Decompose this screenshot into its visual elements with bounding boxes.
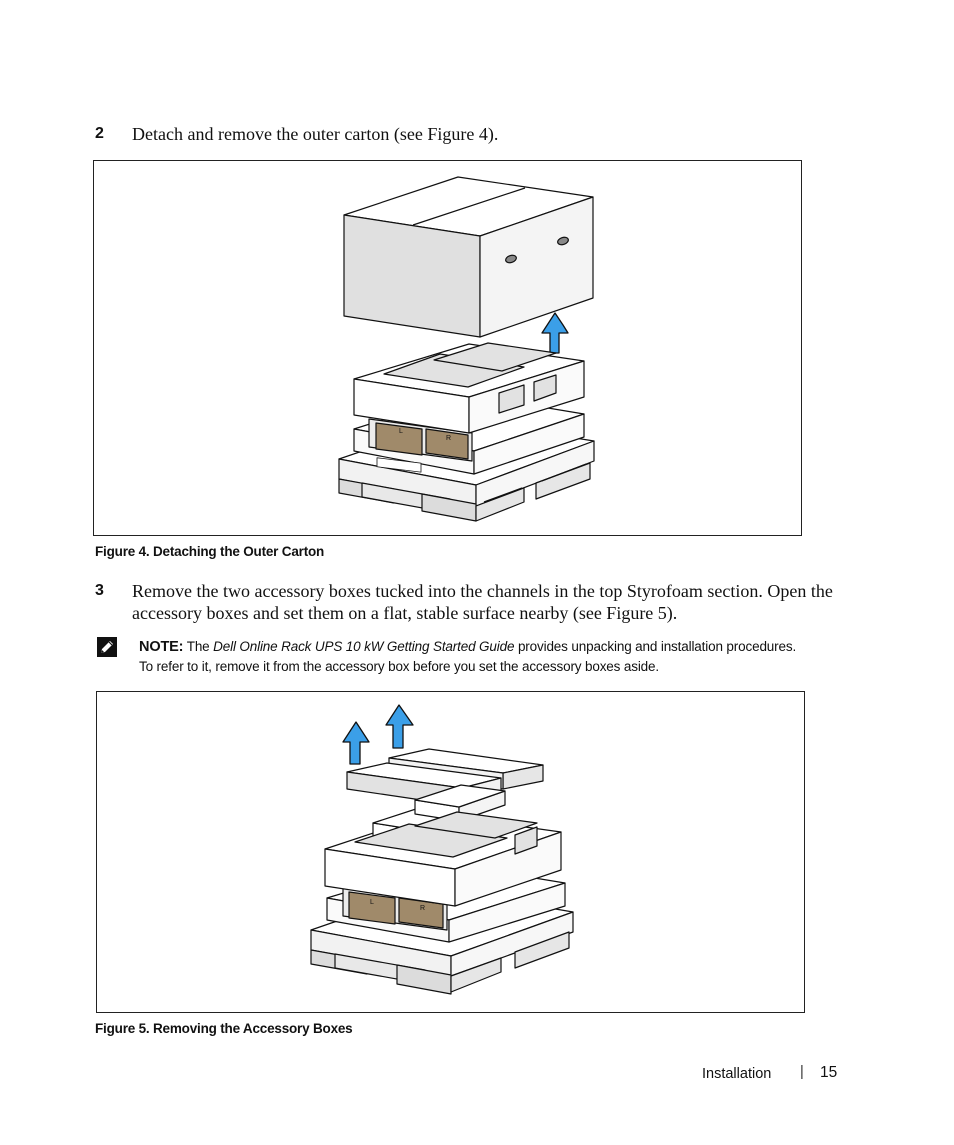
step-3-text: Remove the two accessory boxes tucked in… [132, 580, 862, 624]
ups-right-label: R [420, 905, 425, 912]
up-arrow-icon [385, 704, 414, 749]
footer-section: Installation [702, 1066, 772, 1082]
step-3-line-2: accessory boxes and set them on a flat, … [132, 603, 678, 623]
page-number: 15 [820, 1064, 838, 1081]
ups-left-label: L [399, 428, 403, 435]
note-line-2: To refer to it, remove it from the acces… [139, 659, 659, 674]
step-3-line-1: Remove the two accessory boxes tucked in… [132, 581, 833, 601]
note-text: NOTE: The Dell Online Rack UPS 10 kW Get… [139, 637, 859, 676]
up-arrow-icon [541, 312, 569, 354]
step-3-number: 3 [95, 582, 104, 599]
figure-4-caption: Figure 4. Detaching the Outer Carton [95, 544, 325, 559]
step-2-text: Detach and remove the outer carton (see … [132, 124, 499, 144]
note-guide-title: Dell Online Rack UPS 10 kW Getting Start… [213, 639, 515, 654]
figure-5-box: L R [96, 691, 805, 1013]
note-pre: The [186, 639, 210, 654]
ups-right-label: R [446, 435, 451, 442]
step-2-number: 2 [95, 125, 104, 142]
note-post: provides unpacking and installation proc… [517, 639, 797, 654]
ups-left-label: L [370, 899, 374, 906]
note-label: NOTE: [139, 639, 184, 655]
footer-separator: | [800, 1064, 804, 1080]
note-pencil-icon [96, 636, 118, 658]
up-arrow-icon [342, 721, 370, 765]
figure-5-illustration: L R [310, 704, 574, 995]
figure-5-caption: Figure 5. Removing the Accessory Boxes [95, 1021, 353, 1036]
figure-4-illustration: L R [338, 176, 595, 522]
note-line-1: NOTE: The Dell Online Rack UPS 10 kW Get… [139, 637, 859, 657]
figure-4-box: L R [93, 160, 802, 536]
